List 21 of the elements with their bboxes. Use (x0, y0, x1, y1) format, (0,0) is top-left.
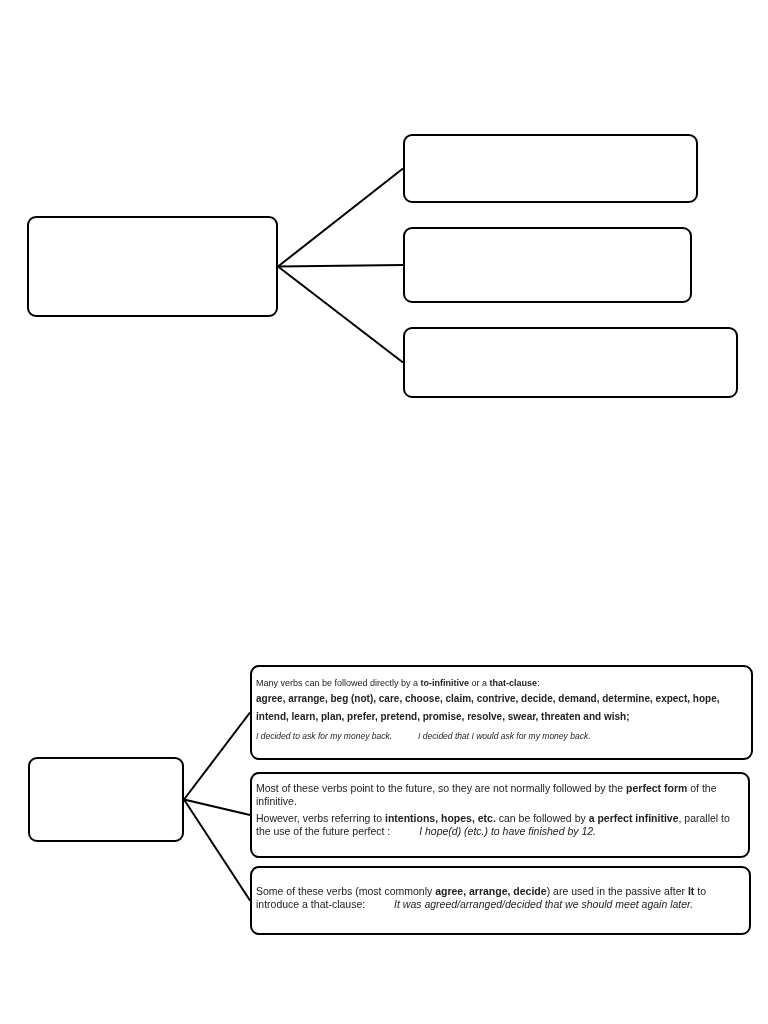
connector-line (277, 265, 404, 364)
rounded-box (250, 866, 751, 935)
connector-line (183, 798, 251, 902)
rounded-box (403, 327, 738, 398)
example-sentence: I decided that I would ask for my money back. (418, 730, 591, 744)
body-text: However, verbs referring to intentions, hopes, etc. can be followed by a perfect infinitive, parallel to the use of the future perfect : I hope(d) (etc.) to have finished by 12. (256, 812, 731, 838)
rounded-box (403, 134, 698, 203)
connector-line (277, 264, 404, 268)
body-text: Some of these verbs (most commonly agree, arrange, decide) are used in the passive after It to introduce a that-clause: It was agreed/arranged/decided that we should meet again later. (256, 885, 707, 911)
connector-line (277, 167, 404, 268)
connector-line (183, 711, 251, 801)
rounded-box (250, 772, 750, 858)
body-text: Most of these verbs point to the future, so they are not normally followed by the perfect form of the infinitive. (256, 782, 718, 808)
rounded-box (403, 227, 692, 303)
rounded-box (250, 665, 753, 760)
rounded-box (28, 757, 184, 842)
intro-text: Many verbs can be followed directly by a to-infinitive or a that-clause: (256, 677, 541, 690)
rounded-box (27, 216, 278, 317)
connector-line (183, 798, 251, 816)
verb-list: agree, arrange, beg (not), care, choose, claim, contrive, decide, demand, determine, expect, hope, intend, learn, plan, prefer, pretend, promise, resolve, swear, threaten and wish; (256, 690, 745, 726)
example-sentence: I decided to ask for my money back. (256, 730, 393, 744)
